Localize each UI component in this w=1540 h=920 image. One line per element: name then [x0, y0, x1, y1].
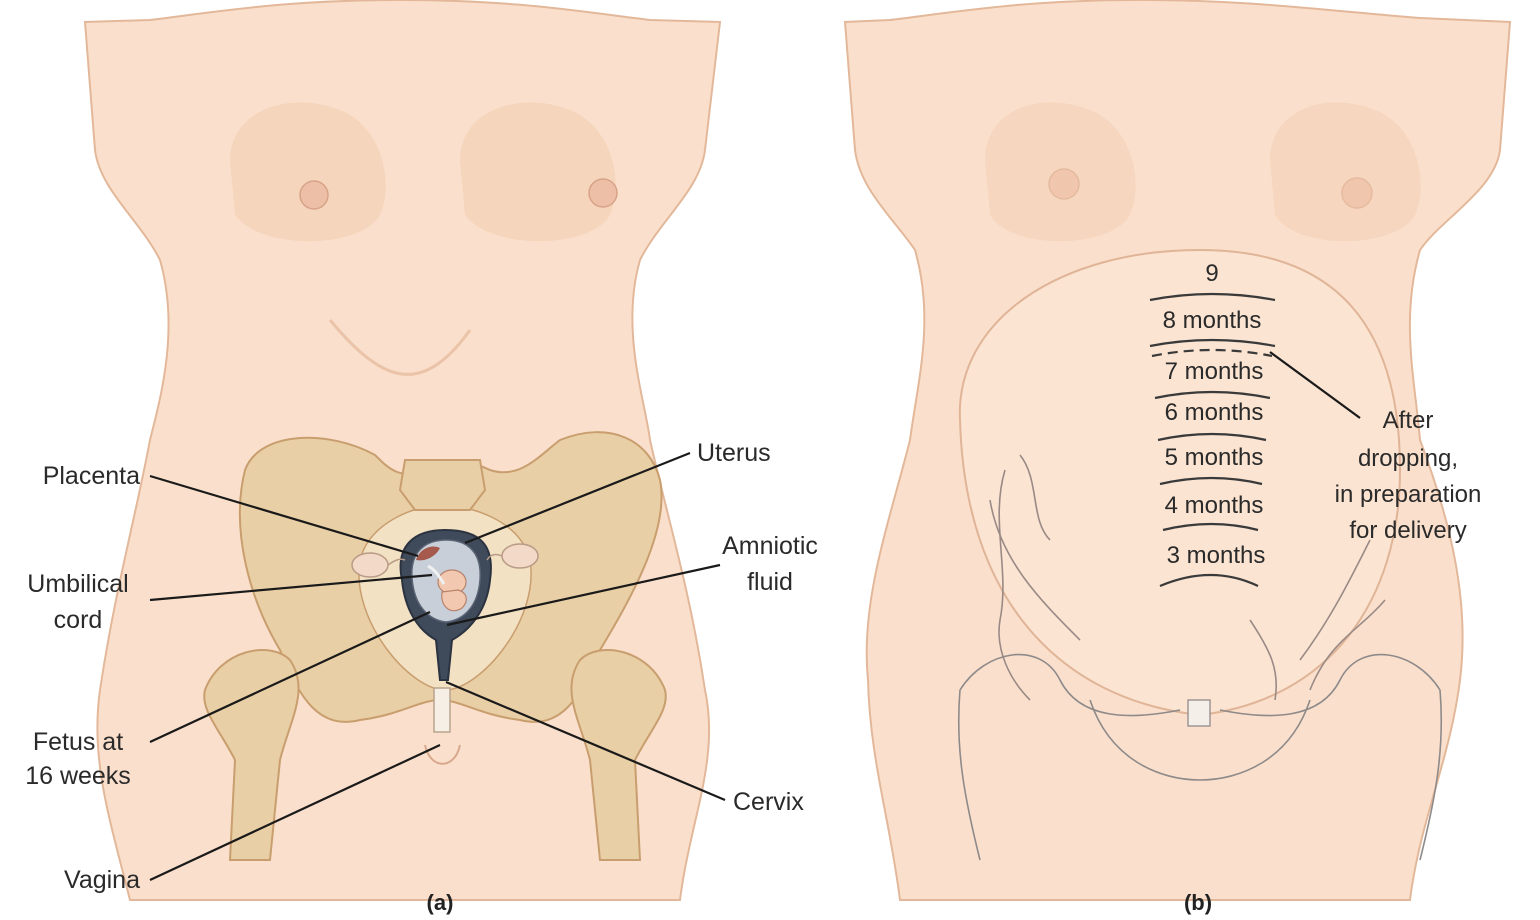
caption-b: (b) [1184, 890, 1212, 915]
level-6-months: 6 months [1165, 399, 1264, 426]
label-umbilical-line2: cord [54, 606, 103, 634]
label-vagina: Vagina [64, 866, 140, 894]
after-dropping-line3: in preparation [1335, 481, 1482, 508]
panel-a-torso [85, 0, 720, 900]
caption-a: (a) [427, 890, 454, 915]
after-dropping-line4: for delivery [1349, 517, 1466, 544]
level-9: 9 [1205, 260, 1218, 287]
level-8-months: 8 months [1163, 307, 1262, 334]
after-dropping-line1: After [1383, 407, 1434, 434]
label-umbilical-line1: Umbilical [27, 570, 128, 598]
label-cervix: Cervix [733, 788, 804, 816]
label-amniotic-line1: Amniotic [722, 532, 818, 560]
label-amniotic-line2: fluid [747, 568, 793, 596]
label-fetus-line1: Fetus at [33, 728, 123, 756]
level-7-months: 7 months [1165, 358, 1264, 385]
level-4-months: 4 months [1165, 492, 1264, 519]
level-3-months: 3 months [1167, 542, 1266, 569]
level-5-months: 5 months [1165, 444, 1264, 471]
label-fetus-line2: 16 weeks [25, 762, 131, 790]
after-dropping-line2: dropping, [1358, 445, 1458, 472]
label-uterus: Uterus [697, 439, 771, 467]
label-placenta: Placenta [43, 462, 140, 490]
